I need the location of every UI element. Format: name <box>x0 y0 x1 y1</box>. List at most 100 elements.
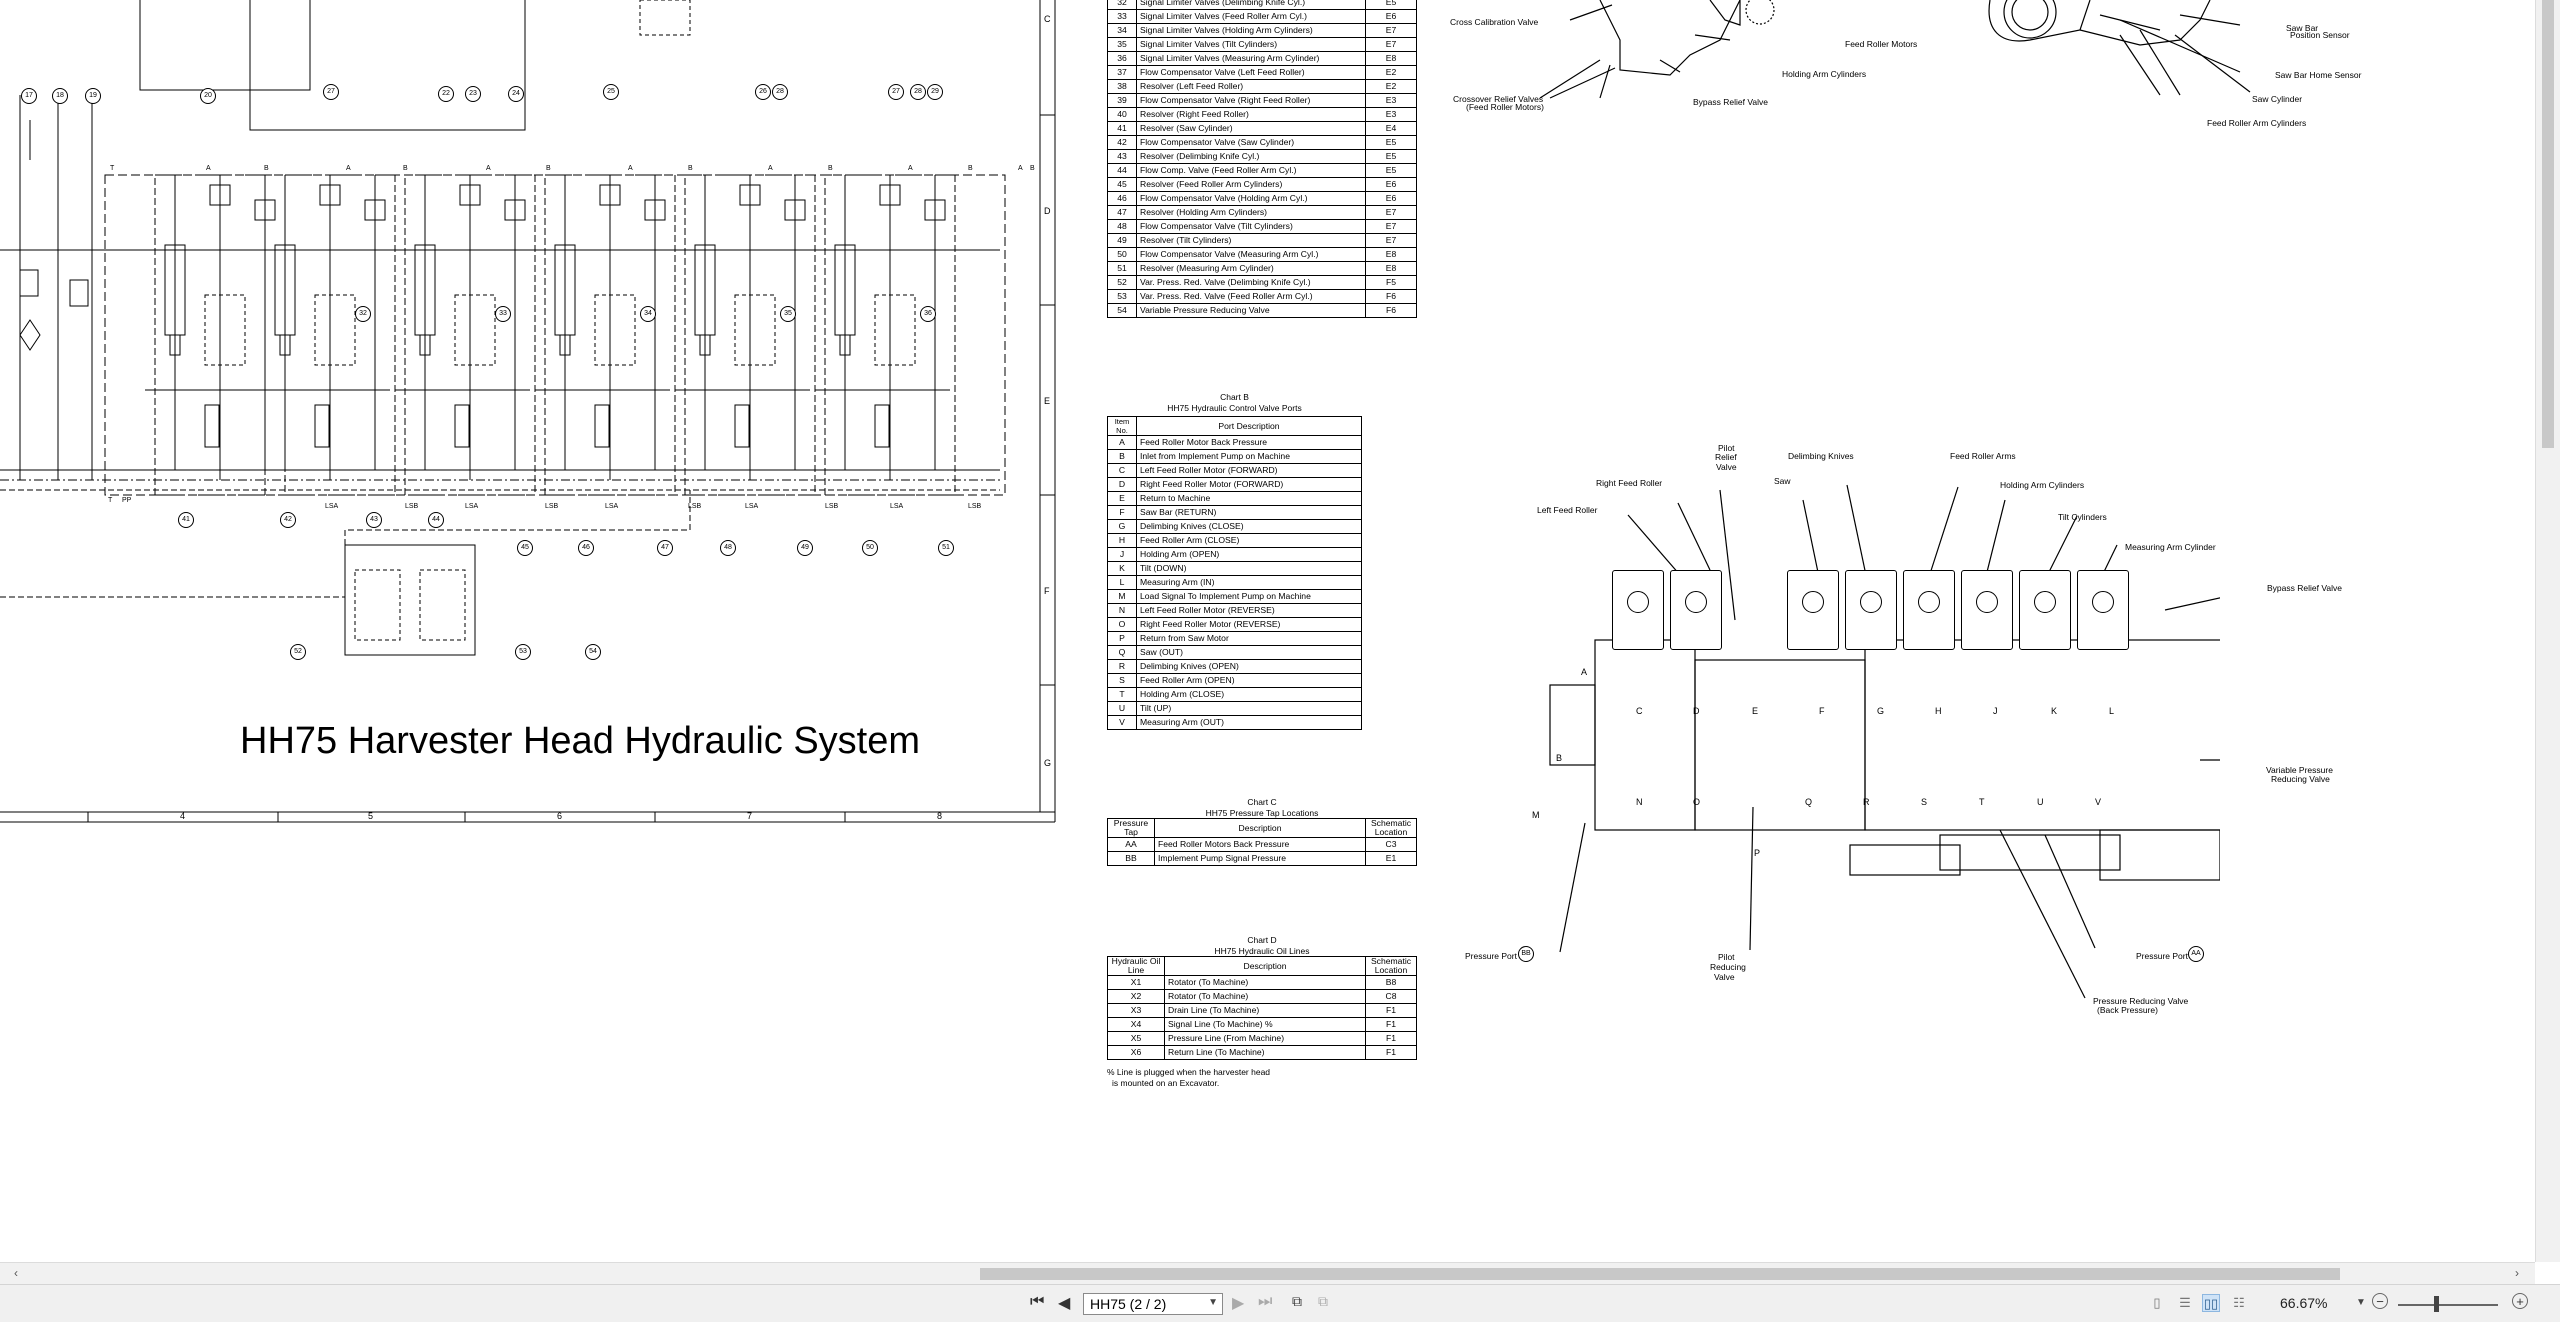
item-description: Signal Limiter Valves (Measuring Arm Cyl… <box>1136 51 1366 66</box>
item-number: 35 <box>1107 37 1137 52</box>
item-number: 34 <box>1107 23 1137 38</box>
two-page-view-icon[interactable]: ▯▯ <box>2202 1294 2220 1312</box>
grid-col-5: 5 <box>368 811 374 821</box>
chart-d-footnote-2: is mounted on an Excavator. <box>1112 1078 1220 1088</box>
port-description: Left Feed Roller Motor (FORWARD) <box>1136 463 1362 478</box>
port-description: Tilt (UP) <box>1136 701 1362 716</box>
item-description: Resolver (Right Feed Roller) <box>1136 107 1366 122</box>
label-pressure-port-bb: Pressure Port <box>1465 951 1517 961</box>
schematic-location: C8 <box>1365 989 1417 1004</box>
item-description: Resolver (Holding Arm Cylinders) <box>1136 205 1366 220</box>
label-measuring-arm-cylinder: Measuring Arm Cylinder <box>2125 542 2216 552</box>
port-description: Measuring Arm (IN) <box>1136 575 1362 590</box>
grid-col-4: 4 <box>180 811 186 821</box>
callout-bubble: 45 <box>517 540 533 556</box>
callout-bubble: 43 <box>366 512 382 528</box>
port-letter: LSB <box>545 503 559 510</box>
tap-description: Implement Pump Signal Pressure <box>1154 851 1366 866</box>
item-number: 47 <box>1107 205 1137 220</box>
page-number-field[interactable]: HH75 (2 / 2) ▼ <box>1083 1293 1223 1315</box>
zoom-out-icon[interactable]: − <box>2372 1293 2388 1309</box>
item-description: Resolver (Feed Roller Arm Cylinders) <box>1136 177 1366 192</box>
schematic-location: E3 <box>1365 93 1417 108</box>
port-letter: K <box>1107 561 1137 576</box>
zoom-dropdown-icon[interactable]: ▼ <box>2356 1297 2366 1308</box>
scroll-right-icon[interactable]: › <box>2515 1266 2519 1280</box>
port-letter: R <box>1107 659 1137 674</box>
previous-page-icon[interactable]: ◀ <box>1058 1295 1071 1312</box>
port-description: Right Feed Roller Motor (FORWARD) <box>1136 477 1362 492</box>
item-number: 39 <box>1107 93 1137 108</box>
vertical-scrollbar[interactable] <box>2535 0 2560 1262</box>
label-pressure-reducing-valve: Pressure Reducing Valve <box>2093 996 2189 1006</box>
item-description: Flow Compensator Valve (Left Feed Roller… <box>1136 65 1366 80</box>
label-pilot-relief-3: Valve <box>1716 462 1737 472</box>
zoom-slider-thumb[interactable] <box>2434 1296 2439 1312</box>
zoom-in-icon[interactable]: + <box>2512 1293 2528 1309</box>
valve-section <box>535 174 676 496</box>
port-description: Measuring Arm (OUT) <box>1136 715 1362 730</box>
schematic-location: B8 <box>1365 975 1417 990</box>
zoom-slider[interactable] <box>2398 1304 2498 1306</box>
port-letter: F <box>1107 505 1137 520</box>
label-pilot-reducing-3: Valve <box>1714 972 1735 982</box>
last-page-icon[interactable]: ⏭ <box>1258 1293 1273 1310</box>
valve-port-label: L <box>2109 706 2115 716</box>
label-bypass-relief-valve: Bypass Relief Valve <box>2267 583 2342 593</box>
label-pressure-reducing-valve-sub: (Back Pressure) <box>2097 1005 2158 1015</box>
next-view-icon[interactable]: ⧉ <box>1318 1293 1328 1309</box>
scroll-left-icon[interactable]: ‹ <box>14 1266 18 1280</box>
next-page-icon[interactable]: ▶ <box>1232 1295 1245 1312</box>
solenoid-coil <box>1612 570 1664 650</box>
valve-port-label: P <box>1754 848 1761 858</box>
port-letter: D <box>1107 477 1137 492</box>
port-letter: B <box>546 165 551 172</box>
valve-port-label: A <box>1581 667 1588 677</box>
valve-port-label: O <box>1693 797 1701 807</box>
port-letter: LSA <box>325 503 339 510</box>
continuous-view-icon[interactable]: ☰ <box>2179 1295 2191 1310</box>
valve-port-label: V <box>2095 797 2102 807</box>
port-description: Right Feed Roller Motor (REVERSE) <box>1136 617 1362 632</box>
port-letter: Q <box>1107 645 1137 660</box>
previous-view-icon[interactable]: ⧉ <box>1292 1293 1302 1309</box>
item-number: 46 <box>1107 191 1137 206</box>
vertical-scroll-thumb[interactable] <box>2542 0 2554 448</box>
label-saw-cylinder: Saw Cylinder <box>2252 94 2303 104</box>
horizontal-scrollbar[interactable]: ‹ › <box>0 1262 2535 1284</box>
port-letter: LSB <box>405 503 419 510</box>
callout-bubble: 18 <box>52 88 68 104</box>
label-crossover-relief-valves: Crossover Relief Valves <box>1453 94 1544 104</box>
first-page-icon[interactable]: ⏮ <box>1030 1293 1045 1310</box>
single-page-view-icon[interactable]: ▯ <box>2153 1295 2161 1310</box>
horizontal-scroll-thumb[interactable] <box>980 1268 2340 1280</box>
zoom-level[interactable]: 66.67% <box>2280 1295 2328 1311</box>
item-number: 48 <box>1107 219 1137 234</box>
item-number: 36 <box>1107 51 1137 66</box>
schematic-location: E6 <box>1365 177 1417 192</box>
port-description: Holding Arm (CLOSE) <box>1136 687 1362 702</box>
port-letter: B <box>688 165 693 172</box>
schematic-location: F1 <box>1365 1003 1417 1018</box>
item-description: Flow Compensator Valve (Holding Arm Cyl.… <box>1136 191 1366 206</box>
port-letter: S <box>1107 673 1137 688</box>
port-description: Feed Roller Arm (OPEN) <box>1136 673 1362 688</box>
two-page-continuous-view-icon[interactable]: ☷ <box>2233 1295 2245 1310</box>
grid-col-7: 7 <box>747 811 753 821</box>
